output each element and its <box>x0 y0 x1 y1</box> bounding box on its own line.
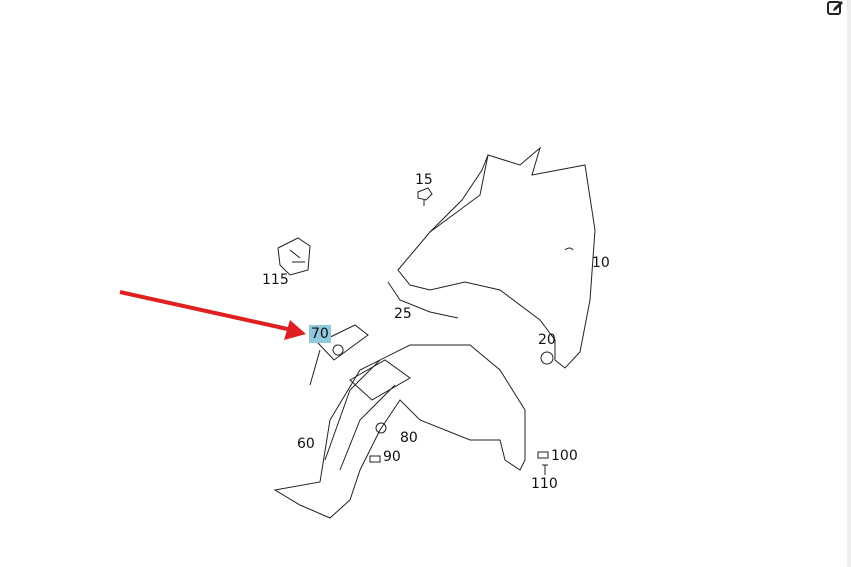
label-80: 80 <box>400 430 418 446</box>
label-70-highlighted: 70 <box>309 325 331 343</box>
nut-part-20 <box>540 351 554 365</box>
label-110: 110 <box>531 476 558 492</box>
strip-part-25 <box>387 281 459 319</box>
label-25: 25 <box>394 306 412 322</box>
screw-part-110 <box>542 464 548 475</box>
label-20: 20 <box>538 332 556 348</box>
label-15: 15 <box>415 172 433 188</box>
label-60: 60 <box>297 436 315 452</box>
red-arrow <box>119 290 306 340</box>
clip-part-15 <box>417 187 433 206</box>
label-90: 90 <box>383 449 401 465</box>
scrollbar[interactable] <box>847 0 851 567</box>
edit-icon[interactable] <box>826 0 846 16</box>
clip-part-100 <box>537 451 549 459</box>
label-115: 115 <box>262 272 289 288</box>
bracket-part-115 <box>277 237 311 276</box>
nut-part-80 <box>375 422 387 434</box>
label-100: 100 <box>551 448 578 464</box>
bracket-part-70 <box>309 324 369 386</box>
fender-part-10 <box>397 146 596 369</box>
label-10: 10 <box>592 255 610 271</box>
screw-part-90 <box>369 455 381 463</box>
liner-part-60 <box>273 344 526 519</box>
